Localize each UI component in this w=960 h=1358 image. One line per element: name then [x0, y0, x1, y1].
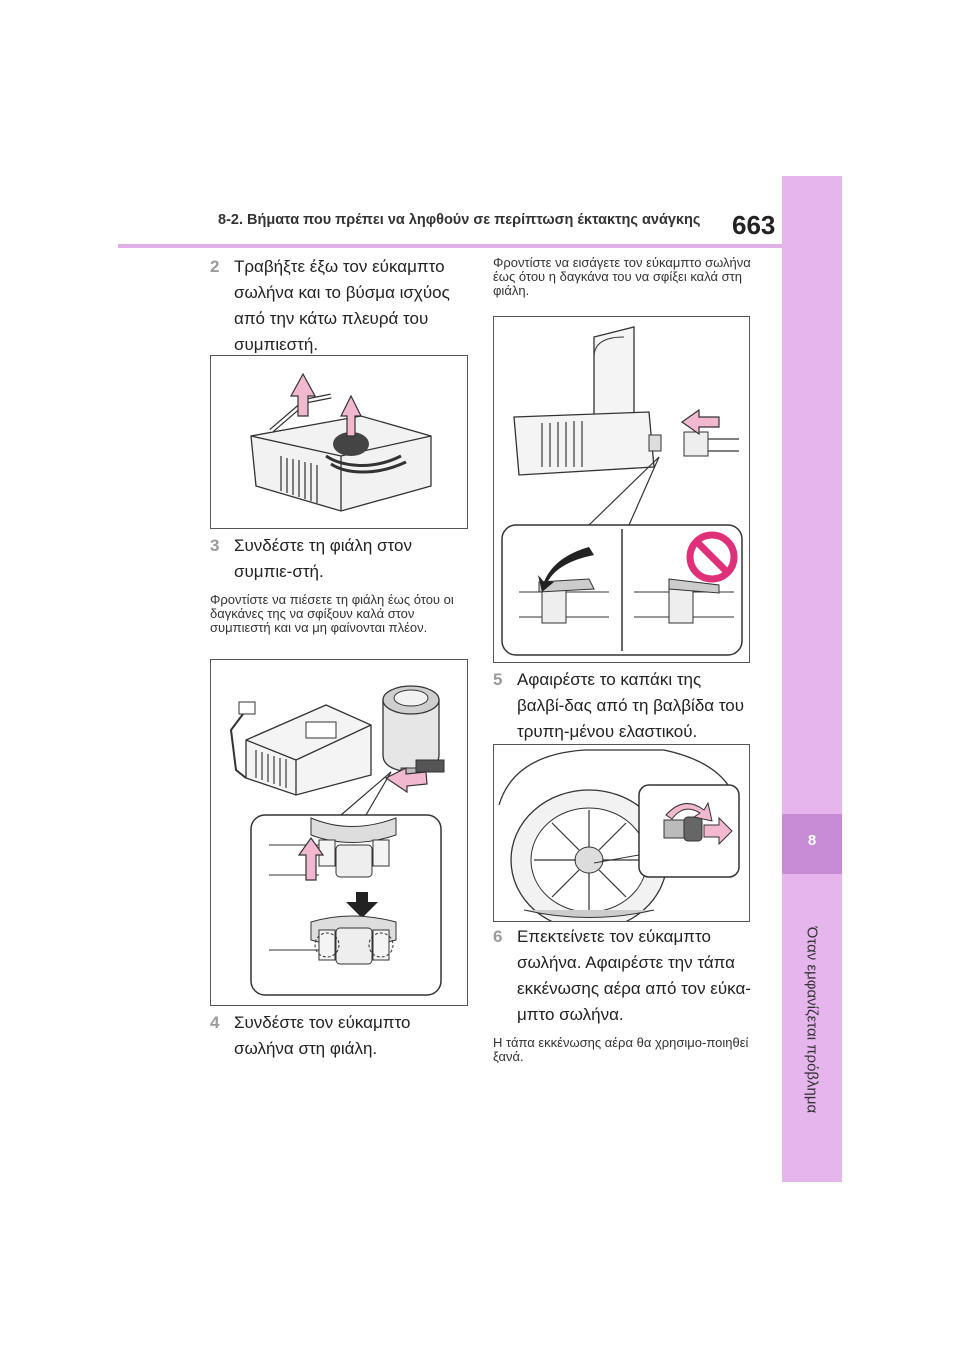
- figure-hose-bottle: [493, 316, 750, 663]
- step-5: 5 Αφαιρέστε το καπάκι της βαλβί-δας από τ…: [493, 667, 751, 745]
- step-number: 6: [493, 927, 503, 946]
- step-text: Επεκτείνετε τον εύκαμπτο σωλήνα. Αφαιρέσ…: [517, 927, 751, 1024]
- step-number: 3: [210, 536, 220, 555]
- chapter-number: 8: [807, 832, 817, 849]
- step-number: 5: [493, 670, 503, 689]
- step-text: Τραβήξτε έξω τον εύκαμπτο σωλήνα και το …: [234, 257, 450, 354]
- step-number: 4: [210, 1013, 220, 1032]
- arrow-down-icon: [346, 892, 378, 918]
- step-text: Συνδέστε τη φιάλη στον συμπιε-στή.: [234, 536, 412, 581]
- arrow-left-icon: [680, 408, 720, 436]
- rotate-arrow-icon: [665, 801, 713, 822]
- arrow-up-icon: [340, 394, 362, 437]
- prohibited-icon: [686, 531, 738, 583]
- figure-valve-cap: [493, 744, 750, 922]
- chapter-number-box: [782, 814, 842, 874]
- header-divider: [118, 244, 782, 248]
- step-number: 2: [210, 257, 220, 276]
- chapter-label-wrap: Όταν εμφανίζεται πρόβλημα: [797, 890, 827, 1150]
- step-6: 6 Επεκτείνετε τον εύκαμπτο σωλήνα. Αφαιρέ…: [493, 924, 751, 1064]
- step-4-note-block: Φροντίστε να εισάγετε τον εύκαμπτο σωλήν…: [493, 256, 751, 298]
- step-4: 4 Συνδέστε τον εύκαμπτο σωλήνα στη φιάλη.: [210, 1010, 468, 1062]
- arrow-up-icon: [289, 372, 317, 417]
- step-6-note: Η τάπα εκκένωσης αέρα θα χρησιμο-ποιηθεί…: [493, 1035, 749, 1064]
- section-title: 8-2. Βήματα που πρέπει να ληφθούν σε περ…: [218, 212, 701, 228]
- chapter-label: Όταν εμφανίζεται πρόβλημα: [803, 926, 821, 1114]
- arrow-up-icon: [297, 836, 325, 881]
- rotate-arrow-icon: [538, 547, 594, 592]
- step-text: Συνδέστε τον εύκαμπτο σωλήνα στη φιάλη.: [234, 1013, 411, 1058]
- figure-bottle-connect: [210, 659, 468, 1006]
- arrow-right-icon: [703, 816, 733, 846]
- page-number: 663: [732, 210, 776, 240]
- step-4-note: Φροντίστε να εισάγετε τον εύκαμπτο σωλήν…: [493, 255, 751, 298]
- step-3: 3 Συνδέστε τη φιάλη στον συμπιε-στή. Φρον…: [210, 533, 468, 635]
- step-3-note: Φροντίστε να πιέσετε τη φιάλη έως ότου ο…: [210, 592, 454, 635]
- step-text: Αφαιρέστε το καπάκι της βαλβί-δας από τη…: [517, 670, 745, 741]
- arrow-left-icon: [384, 767, 428, 794]
- figure-compressor-hose: [210, 355, 468, 529]
- chapter-tab[interactable]: [782, 176, 842, 1182]
- step-2: 2 Τραβήξτε έξω τον εύκαμπτο σωλήνα και το…: [210, 254, 468, 358]
